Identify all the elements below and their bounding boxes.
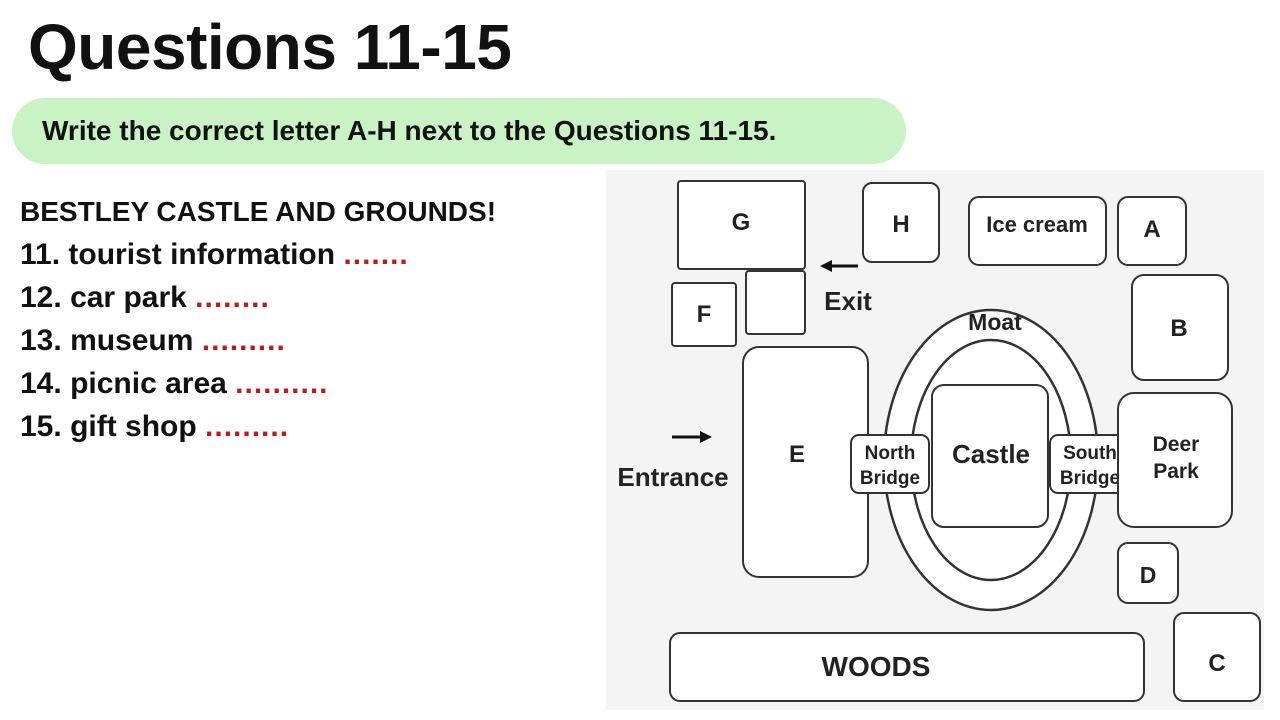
question-label: gift shop — [70, 410, 197, 443]
answer-blank[interactable]: ........ — [195, 281, 270, 314]
map-box-b — [1131, 274, 1229, 381]
label-a: A — [1143, 216, 1160, 243]
label-north-bridge-line1: North — [865, 443, 916, 464]
map-box-ice-cream — [968, 196, 1107, 266]
map-box-g — [677, 180, 806, 270]
exit-arrow-icon — [820, 260, 858, 272]
page-title: Questions 11-15 — [28, 11, 512, 83]
label-moat: Moat — [968, 309, 1022, 335]
label-exit: Exit — [824, 286, 872, 316]
map-box-a — [1117, 196, 1187, 266]
label-c: C — [1208, 650, 1225, 677]
instruction-text: Write the correct letter A-H next to the… — [42, 115, 777, 146]
label-south-bridge-line1: South — [1063, 443, 1117, 464]
map-box-north-bridge — [850, 434, 930, 494]
answer-blank[interactable]: ......... — [205, 410, 290, 443]
label-deer-park-line2: Park — [1153, 460, 1199, 483]
map-box-d — [1117, 542, 1179, 604]
question-label: car park — [70, 281, 187, 314]
label-entrance: Entrance — [617, 462, 728, 492]
castle-map: G H Ice cream A Exit F B E Entrance — [606, 170, 1264, 710]
instruction-banner: Write the correct letter A-H next to the… — [12, 98, 906, 164]
label-deer-park-line1: Deer — [1153, 433, 1200, 456]
label-north-bridge-line2: Bridge — [860, 468, 920, 489]
map-box-c — [1173, 612, 1261, 702]
label-h: H — [892, 211, 909, 238]
question-11: 11. tourist information ....... — [20, 235, 580, 278]
question-number: 12. — [20, 281, 62, 314]
label-south-bridge-line2: Bridge — [1060, 468, 1120, 489]
list-heading: BESTLEY CASTLE AND GROUNDS! — [20, 196, 497, 227]
question-number: 15. — [20, 410, 62, 443]
question-15: 15. gift shop ......... — [20, 407, 580, 450]
question-label: picnic area — [70, 367, 227, 400]
question-12: 12. car park ........ — [20, 278, 580, 321]
question-14: 14. picnic area .......... — [20, 364, 580, 407]
label-e: E — [789, 441, 805, 468]
map-box-e — [742, 346, 869, 578]
label-woods: WOODS — [822, 651, 931, 682]
label-d: D — [1140, 562, 1157, 588]
map-box-unlabeled — [745, 270, 806, 335]
question-label: museum — [70, 324, 194, 357]
map-box-woods — [669, 632, 1145, 702]
map-box-castle — [931, 384, 1049, 528]
answer-blank[interactable]: .......... — [235, 367, 329, 400]
label-b: B — [1170, 315, 1187, 342]
label-g: G — [732, 209, 751, 236]
label-ice-cream: Ice cream — [986, 212, 1088, 237]
label-f: F — [697, 301, 712, 328]
map-box-deer-park — [1117, 392, 1233, 528]
answer-blank[interactable]: ......... — [201, 324, 286, 357]
map-box-h — [862, 182, 940, 263]
label-castle: Castle — [952, 439, 1030, 469]
answer-blank[interactable]: ....... — [343, 238, 409, 271]
question-13: 13. museum ......... — [20, 321, 580, 364]
question-label: tourist information — [68, 238, 336, 271]
question-list: BESTLEY CASTLE AND GROUNDS! 11. tourist … — [20, 192, 580, 450]
question-number: 13. — [20, 324, 62, 357]
question-number: 14. — [20, 367, 62, 400]
question-number: 11. — [20, 238, 61, 271]
entrance-arrow-icon — [672, 431, 712, 443]
map-box-f — [671, 282, 737, 347]
map-diagram: G H Ice cream A Exit F B E Entrance — [617, 180, 1261, 702]
